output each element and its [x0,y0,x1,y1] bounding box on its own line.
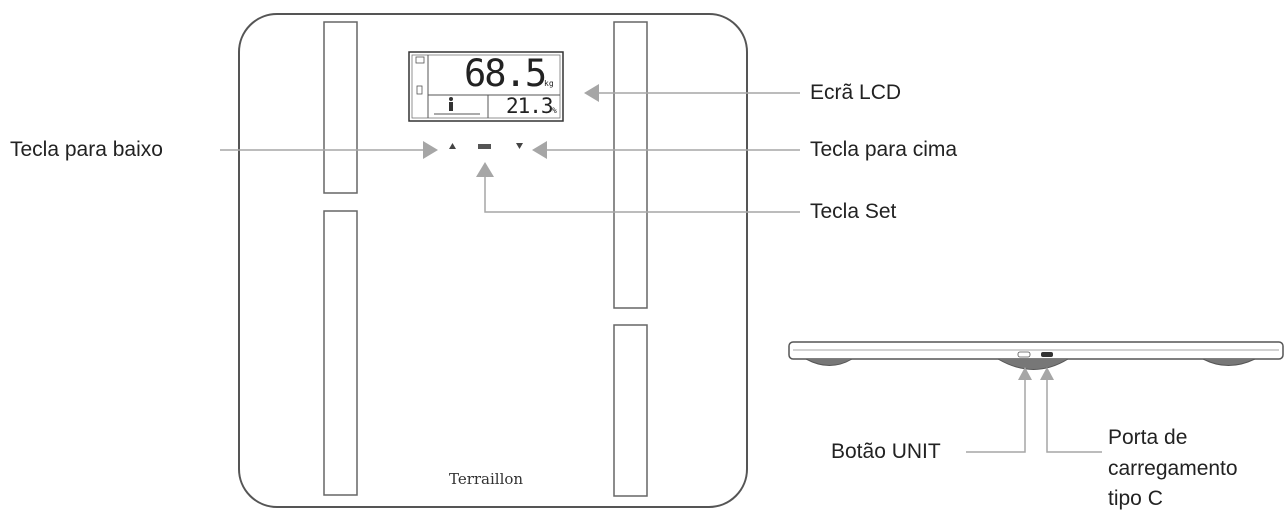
pointer-key-down [220,141,438,159]
person-icon [449,97,453,101]
label-charging-port-line3: tipo C [1108,487,1163,510]
down-triangle-icon[interactable] [516,143,523,149]
pointer-lcd [584,84,800,102]
usb-c-port [1041,352,1053,357]
electrode-bottom-right [613,324,648,497]
lcd-display [408,51,564,122]
scale-side-view [788,341,1284,370]
label-key-down: Tecla para baixo [10,138,163,161]
label-unit-button: Botão UNIT [831,440,941,463]
label-lcd-screen: Ecrã LCD [810,81,902,104]
pointer-key-set [476,162,800,213]
label-charging-port-line2: carregamento [1108,457,1238,480]
label-key-set: Tecla Set [810,200,897,223]
lcd-weight-value: 68.5 [464,52,547,95]
brand-logo-text: Terraillon [449,470,524,488]
unit-button-mark [1017,351,1031,358]
electrode-top-left [323,21,358,194]
lcd-secondary-value: 21.3 [506,94,554,118]
pointer-key-up [532,141,800,159]
label-key-up: Tecla para cima [810,138,958,161]
set-button-mark[interactable] [478,144,491,149]
electrode-bottom-left [323,210,358,496]
label-charging-port-line1: Porta de [1108,426,1188,449]
lcd-weight-unit: kg [544,79,554,88]
up-triangle-icon[interactable] [449,143,456,149]
pointer-unit-button [966,367,1032,453]
lcd-secondary-unit: % [552,106,557,115]
pointer-charging-port [1040,367,1102,453]
electrode-top-right [613,21,648,309]
